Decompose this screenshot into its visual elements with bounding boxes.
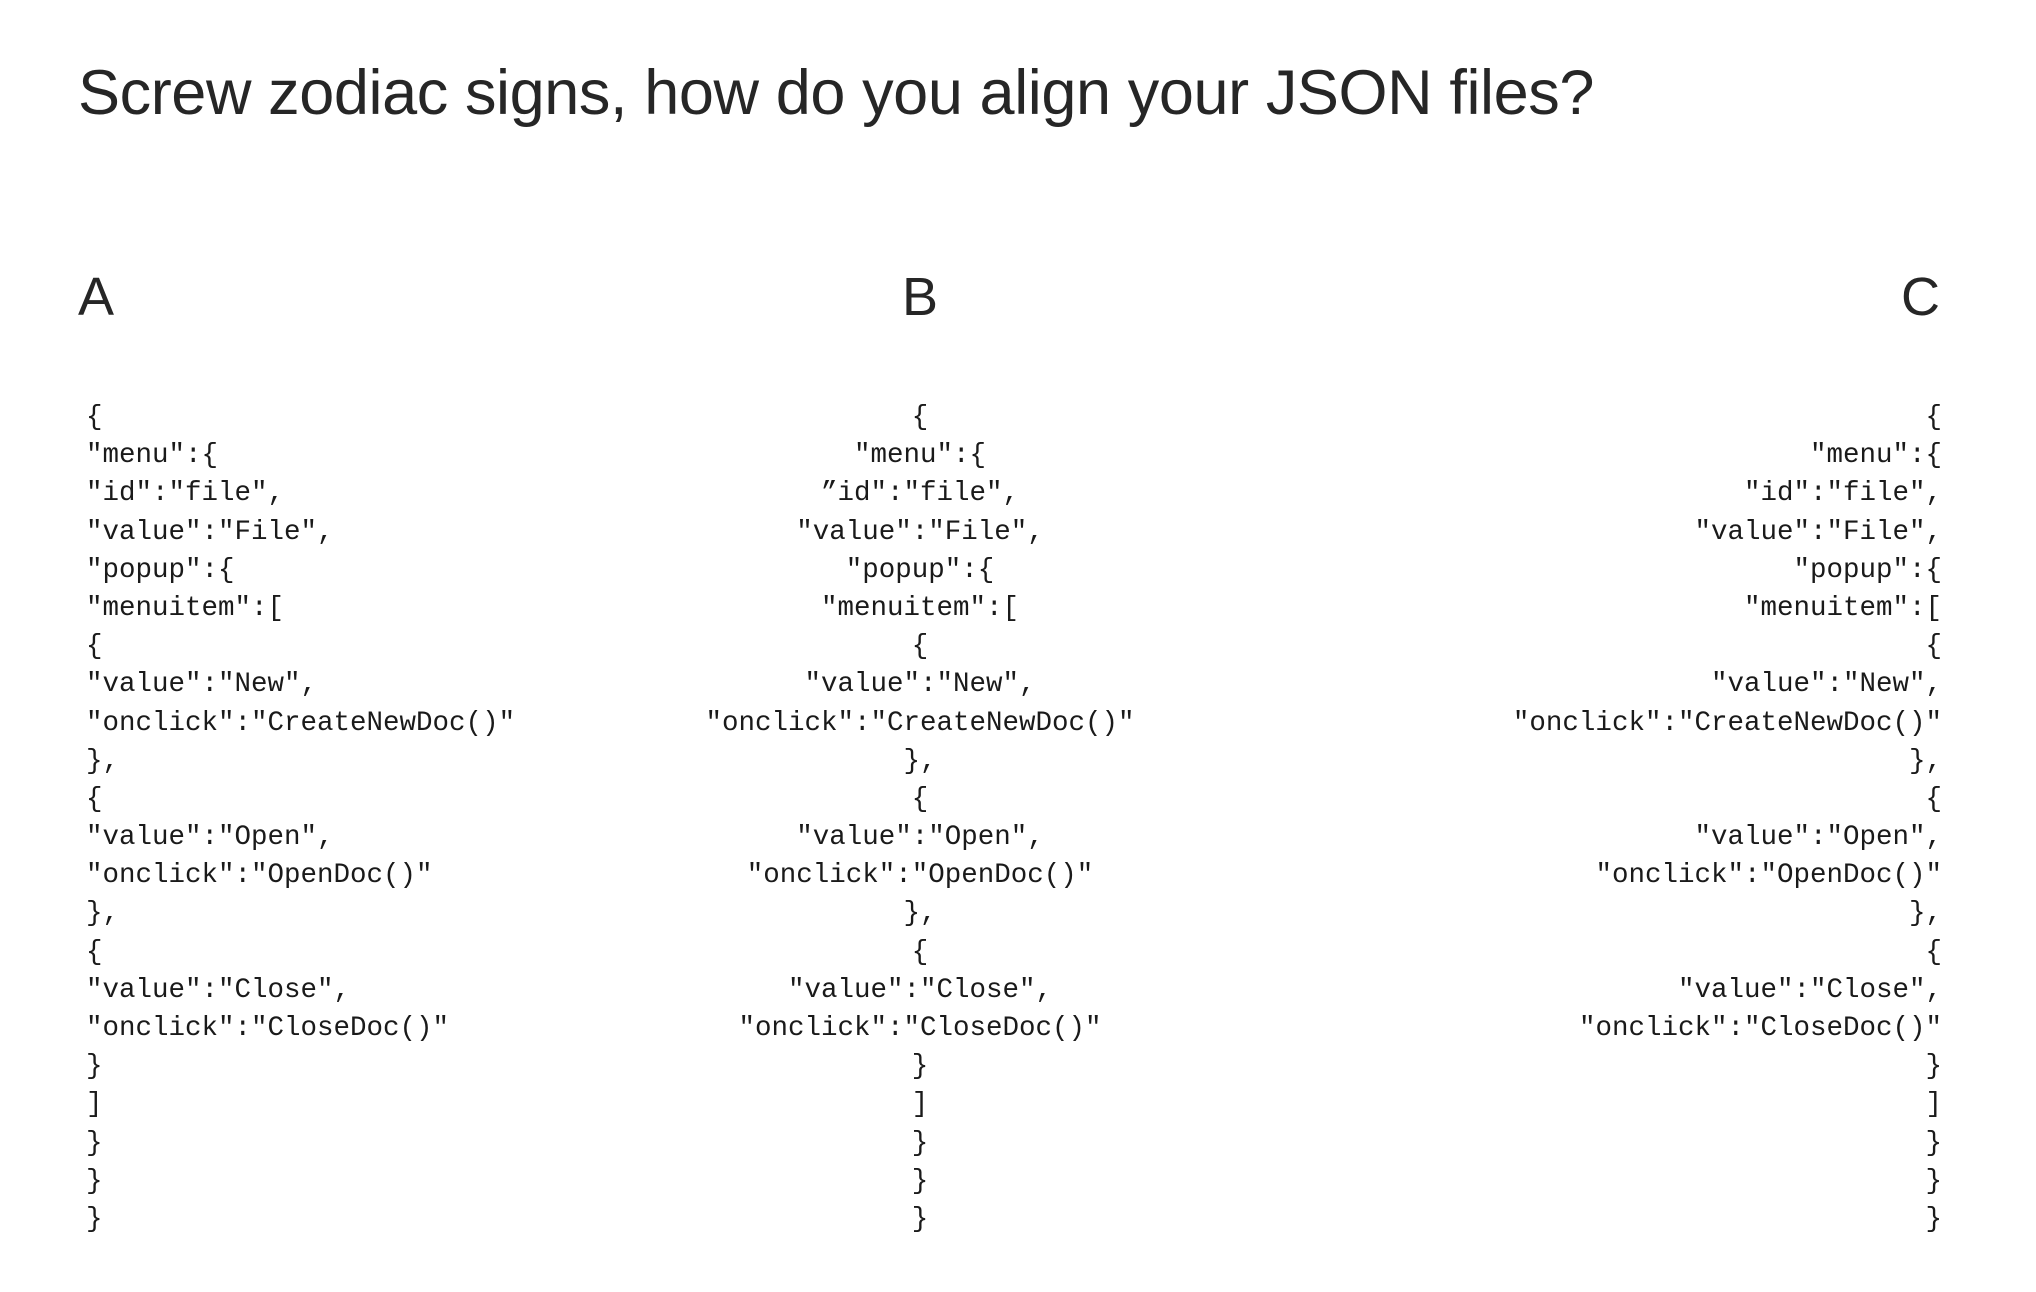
code-line: } <box>86 1165 103 1197</box>
code-line: "onclick":"CreateNewDoc()" <box>1512 707 1942 739</box>
code-line: }, <box>1908 898 1942 930</box>
code-line: } <box>86 1127 103 1159</box>
json-code-block-c: { "menu":{ "id":"file", "value":"File", "pop… <box>1380 399 1942 1239</box>
slide-title: Screw zodiac signs, how do you align you… <box>78 58 1595 128</box>
code-line: "menu":{ <box>1809 440 1942 472</box>
code-line: "onclick":"CreateNewDoc()" <box>705 707 1135 739</box>
code-line: } <box>911 1127 929 1159</box>
code-line: "value":"File", <box>796 516 1044 548</box>
code-line: }, <box>903 898 937 930</box>
code-line: "value":"Open", <box>86 822 334 854</box>
code-line: "id":"file", <box>86 478 285 510</box>
column-header-b: B <box>901 267 939 327</box>
code-line: }, <box>86 745 120 777</box>
code-line: } <box>86 1051 103 1083</box>
code-line: }, <box>903 745 937 777</box>
code-line: "value":"Open", <box>1694 822 1942 854</box>
code-line: "onclick":"OpenDoc()" <box>746 860 1094 892</box>
code-line: { <box>1925 402 1942 433</box>
code-line: "popup":{ <box>1793 554 1942 586</box>
code-line: }, <box>86 898 120 930</box>
code-line: } <box>86 1203 103 1235</box>
code-line: "value":"File", <box>86 516 334 548</box>
code-line: ] <box>911 1089 929 1121</box>
code-line: { <box>86 936 103 968</box>
code-line: "value":"File", <box>1694 516 1942 548</box>
code-line: "value":"Close", <box>787 974 1053 1006</box>
code-line: { <box>911 936 929 968</box>
code-line: { <box>86 402 103 433</box>
code-line: "menu":{ <box>86 440 219 472</box>
code-line: { <box>911 631 929 663</box>
code-line: "onclick":"CloseDoc()" <box>1578 1013 1942 1044</box>
code-line: ] <box>1925 1089 1942 1121</box>
code-line: } <box>1925 1203 1942 1235</box>
json-code-block-a: { "menu":{ "id":"file", "value":"File", "pop… <box>86 399 646 1239</box>
code-line: "onclick":"CloseDoc()" <box>738 1013 1102 1044</box>
code-line: "id":"file", <box>1743 478 1942 510</box>
code-line: "menuitem":[ <box>1743 592 1942 624</box>
code-line: "menuitem":[ <box>86 592 285 624</box>
code-line: "popup":{ <box>86 554 235 586</box>
code-line: ”id":"file", <box>820 478 1020 510</box>
code-line: "menuitem":[ <box>820 592 1020 624</box>
code-line: { <box>911 402 929 433</box>
code-line: "onclick":"OpenDoc()" <box>86 860 433 892</box>
code-line: "value":"Close", <box>86 974 351 1006</box>
code-line: { <box>911 783 929 815</box>
code-line: "value":"New", <box>86 669 318 701</box>
code-line: } <box>911 1165 929 1197</box>
code-line: ] <box>86 1089 103 1121</box>
code-line: } <box>1925 1051 1942 1083</box>
code-line: "value":"Close", <box>1677 974 1942 1006</box>
column-header-a: A <box>78 267 115 327</box>
code-line: "menu":{ <box>853 440 987 472</box>
code-line: { <box>1925 936 1942 968</box>
code-line: "onclick":"CreateNewDoc()" <box>86 707 516 739</box>
code-line: "onclick":"OpenDoc()" <box>1595 860 1942 892</box>
code-line: } <box>1925 1127 1942 1159</box>
code-line: "onclick":"CloseDoc()" <box>86 1013 450 1044</box>
code-line: "value":"New", <box>1710 669 1942 701</box>
code-line: }, <box>1908 745 1942 777</box>
code-line: { <box>1925 783 1942 815</box>
code-line: { <box>1925 631 1942 663</box>
code-line: "value":"New", <box>804 669 1036 701</box>
code-line: { <box>86 631 103 663</box>
column-header-c: C <box>1901 267 1940 327</box>
code-line: { <box>86 783 103 815</box>
json-code-block-b: { "menu":{ ”id":"file", "value":"File", "pop… <box>540 399 1300 1239</box>
code-line: } <box>1925 1165 1942 1197</box>
code-line: "value":"Open", <box>796 822 1044 854</box>
code-line: } <box>911 1051 929 1083</box>
code-line: "popup":{ <box>845 554 995 586</box>
code-line: } <box>911 1203 929 1235</box>
